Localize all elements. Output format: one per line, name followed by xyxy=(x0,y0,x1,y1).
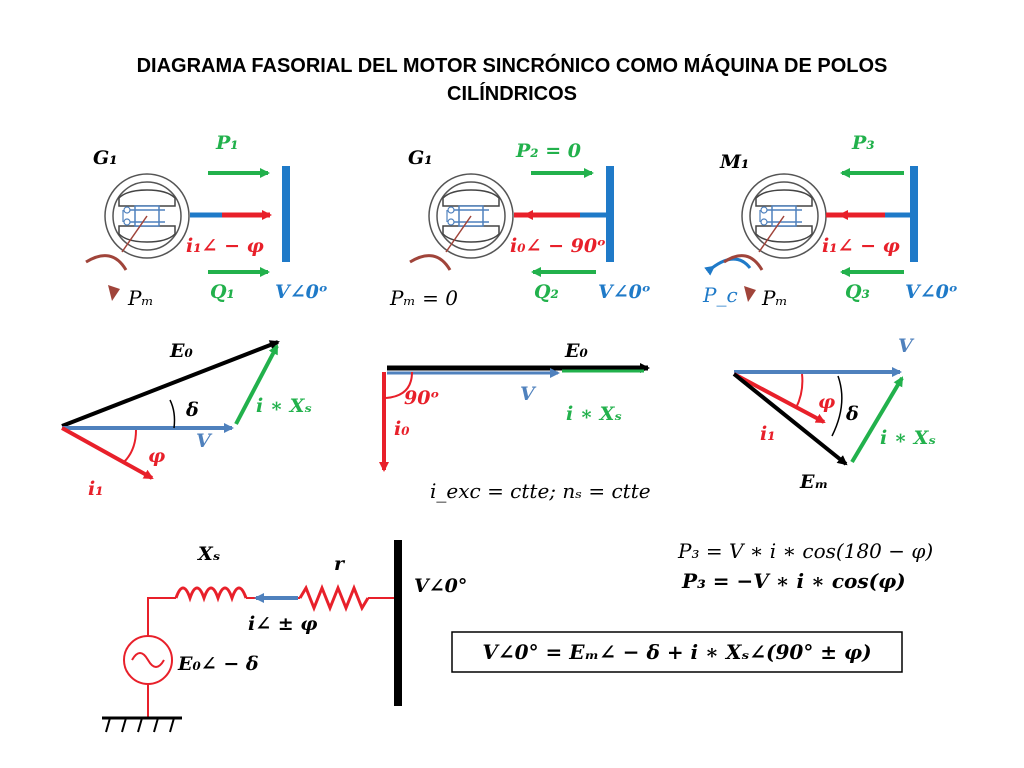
drop-label: i ∗ Xₛ xyxy=(880,427,936,449)
phasor-diagram-3: V φ δ i₁ i ∗ Xₛ Eₘ xyxy=(732,335,936,493)
phi-label: φ xyxy=(148,445,165,467)
emf-label: E₀ xyxy=(169,340,193,362)
voltage-label: V∠0ᵒ xyxy=(905,281,958,303)
delta-label: δ xyxy=(845,403,859,425)
delta-arc xyxy=(831,375,843,437)
delta-label: δ xyxy=(185,399,199,421)
main-equation: V∠0° = Eₘ∠ − δ + i ∗ Xₛ∠(90° ± φ) xyxy=(482,640,871,664)
panel-motor: M₁ P₃ i₁∠ − φ Q₃ V∠0ᵒ P_c Pₘ xyxy=(702,132,958,310)
emf-phasor xyxy=(732,372,848,466)
delta-arc xyxy=(169,399,176,429)
mech-power-label: Pₘ xyxy=(127,286,154,310)
drop-label: i ∗ Xₛ xyxy=(256,395,312,417)
rotation-arrow-icon xyxy=(723,254,764,271)
rotation-arrowhead-icon xyxy=(108,285,120,301)
phi-arc xyxy=(795,373,804,409)
drop-phasor xyxy=(850,376,904,464)
equivalent-circuit: Xₛ r V∠0° i∠ ± φ E₀∠ − δ xyxy=(102,540,467,733)
current-label: i₀∠ − 90ᵒ xyxy=(510,235,606,257)
page-title-line1: DIAGRAMA FASORIAL DEL MOTOR SINCRÓNICO C… xyxy=(137,53,888,77)
reactive-power-label: Q₂ xyxy=(534,281,559,303)
resistance-label: r xyxy=(334,553,346,575)
reactive-power-label: Q₃ xyxy=(845,281,870,303)
current-phasor xyxy=(733,372,826,424)
machine-label: M₁ xyxy=(719,151,749,173)
inductor-icon xyxy=(174,586,248,603)
current-label: i₀ xyxy=(394,418,410,440)
current-label: i₁ xyxy=(760,423,776,445)
phasor-diagram-1: E₀ δ i ∗ Xₛ V φ i₁ xyxy=(61,340,312,500)
cap-power-label: P_c xyxy=(702,283,738,307)
shaft-line xyxy=(758,215,785,253)
source-label: E₀∠ − δ xyxy=(177,653,259,675)
equations: P₃ = V ∗ i ∗ cos(180 − φ) P₃ = −V ∗ i ∗ … xyxy=(451,539,933,673)
emf-phasor xyxy=(61,340,280,428)
mech-power-label: Pₘ = 0 xyxy=(389,286,458,310)
page-title-line2: CILÍNDRICOS xyxy=(447,82,577,105)
reactive-power-label: Q₁ xyxy=(210,281,235,303)
power-equation-2: P₃ = −V ∗ i ∗ cos(φ) xyxy=(681,569,906,593)
voltage-label: V∠0° xyxy=(414,575,467,597)
angle-label: 90ᵒ xyxy=(404,387,439,409)
resistor-icon xyxy=(298,583,370,613)
shaft-line xyxy=(121,215,148,253)
voltage-label: V xyxy=(196,430,213,452)
emf-label: Eₘ xyxy=(799,471,828,493)
current-label: i∠ ± φ xyxy=(248,613,317,635)
rotation-arrowhead-icon xyxy=(744,286,756,302)
right-angle-arc xyxy=(385,371,413,399)
machine-label: G₁ xyxy=(93,147,118,169)
current-label: i₁ xyxy=(88,478,104,500)
main-equation-box xyxy=(451,631,903,673)
current-phasor xyxy=(61,426,154,480)
phi-label: φ xyxy=(818,391,835,413)
current-label: i₁∠ − φ xyxy=(186,235,264,257)
rotation-arrow-icon xyxy=(409,254,452,271)
active-power-label: P₁ xyxy=(215,132,239,154)
panel-generator-1: G₁ P₁ i₁∠ − φ Q₁ V∠0ᵒ Pₘ xyxy=(85,132,328,310)
emf-label: E₀ xyxy=(564,340,588,362)
voltage-label: V xyxy=(898,335,915,357)
ground-icon xyxy=(102,716,182,733)
shaft-line xyxy=(445,215,472,253)
current-label: i₁∠ − φ xyxy=(822,235,900,257)
sine-wave-icon xyxy=(131,652,165,668)
machine-label: G₁ xyxy=(408,147,433,169)
mech-power-label: Pₘ xyxy=(761,286,788,310)
panel-generator-2: G₁ P₂ = 0 i₀∠ − 90ᵒ Q₂ V∠0ᵒ Pₘ = 0 xyxy=(389,140,651,310)
power-equation-1: P₃ = V ∗ i ∗ cos(180 − φ) xyxy=(677,539,933,563)
active-power-label: P₃ xyxy=(851,132,875,154)
phasor-diagram-2: E₀ V 90ᵒ i₀ i ∗ Xₛ i_exc = ctte; nₛ = ct… xyxy=(379,340,651,503)
voltage-label: V∠0ᵒ xyxy=(275,281,328,303)
condition-text: i_exc = ctte; nₛ = ctte xyxy=(430,479,651,503)
reactance-label: Xₛ xyxy=(197,543,220,565)
phi-arc xyxy=(123,429,137,463)
rotation-arrow-icon xyxy=(85,254,128,271)
active-power-label: P₂ = 0 xyxy=(515,140,581,162)
drop-label: i ∗ Xₛ xyxy=(566,403,622,425)
cap-rotation-arrow-icon xyxy=(704,257,752,276)
voltage-label: V∠0ᵒ xyxy=(598,281,651,303)
voltage-label: V xyxy=(520,383,537,405)
drop-phasor xyxy=(234,344,279,425)
